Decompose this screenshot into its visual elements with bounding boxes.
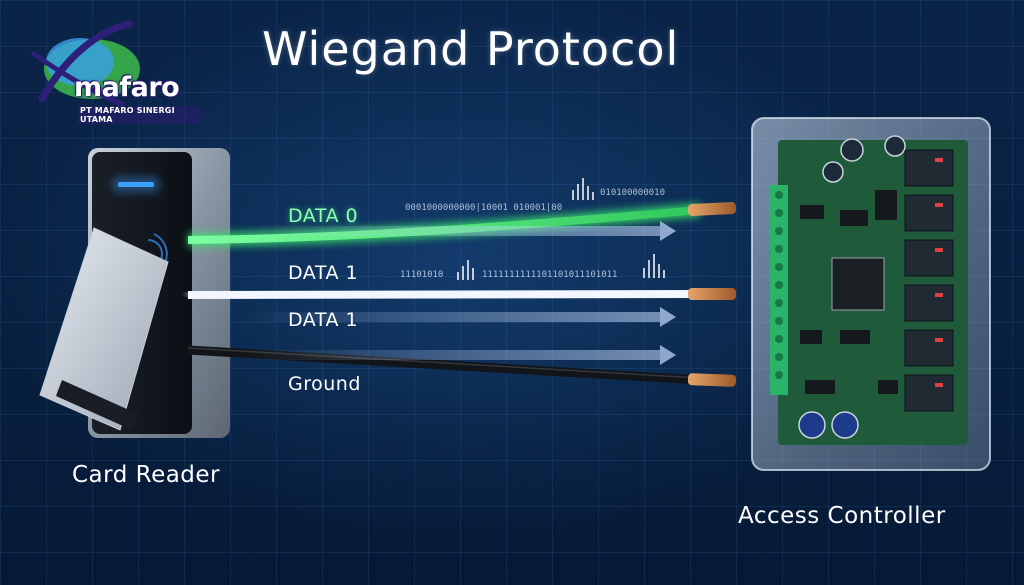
data0-binary-stream-end: 010100000010	[600, 188, 666, 198]
data1-binary-stream: 11101010	[400, 270, 444, 280]
signal-arrows	[240, 221, 676, 365]
pulse-glyphs	[457, 178, 665, 280]
small-ics	[800, 190, 898, 394]
terminal-block	[770, 185, 788, 395]
card-reader-caption: Card Reader	[72, 462, 221, 488]
wire-data1	[187, 287, 701, 302]
access-card	[39, 227, 169, 431]
access-controller	[751, 117, 991, 471]
page-title: Wiegand Protocol	[262, 22, 680, 76]
logo-wordmark: mafaro	[74, 72, 180, 103]
data0-binary-stream: 0001000000000|10001 010001|00	[405, 203, 563, 213]
ground-label: Ground	[288, 373, 361, 395]
relay-marks	[935, 158, 943, 387]
data1-binary-stream-end: 1111111111101101011101011	[482, 270, 618, 280]
data1-label: DATA 1	[288, 262, 359, 284]
data0-label: DATA 0	[288, 205, 359, 227]
logo-tagline: PT MAFARO SINERGI UTAMA	[78, 106, 202, 124]
copper-tips	[687, 201, 737, 387]
company-logo: mafaro PT MAFARO SINERGI UTAMA	[22, 14, 202, 124]
terminal-screws	[775, 191, 783, 379]
data1-secondary-label: DATA 1	[288, 309, 359, 331]
logo-emblem-icon	[31, 20, 140, 107]
microcontroller-chip	[831, 257, 885, 311]
capacitors	[798, 135, 906, 439]
relays	[904, 149, 954, 412]
access-controller-caption: Access Controller	[738, 503, 946, 529]
